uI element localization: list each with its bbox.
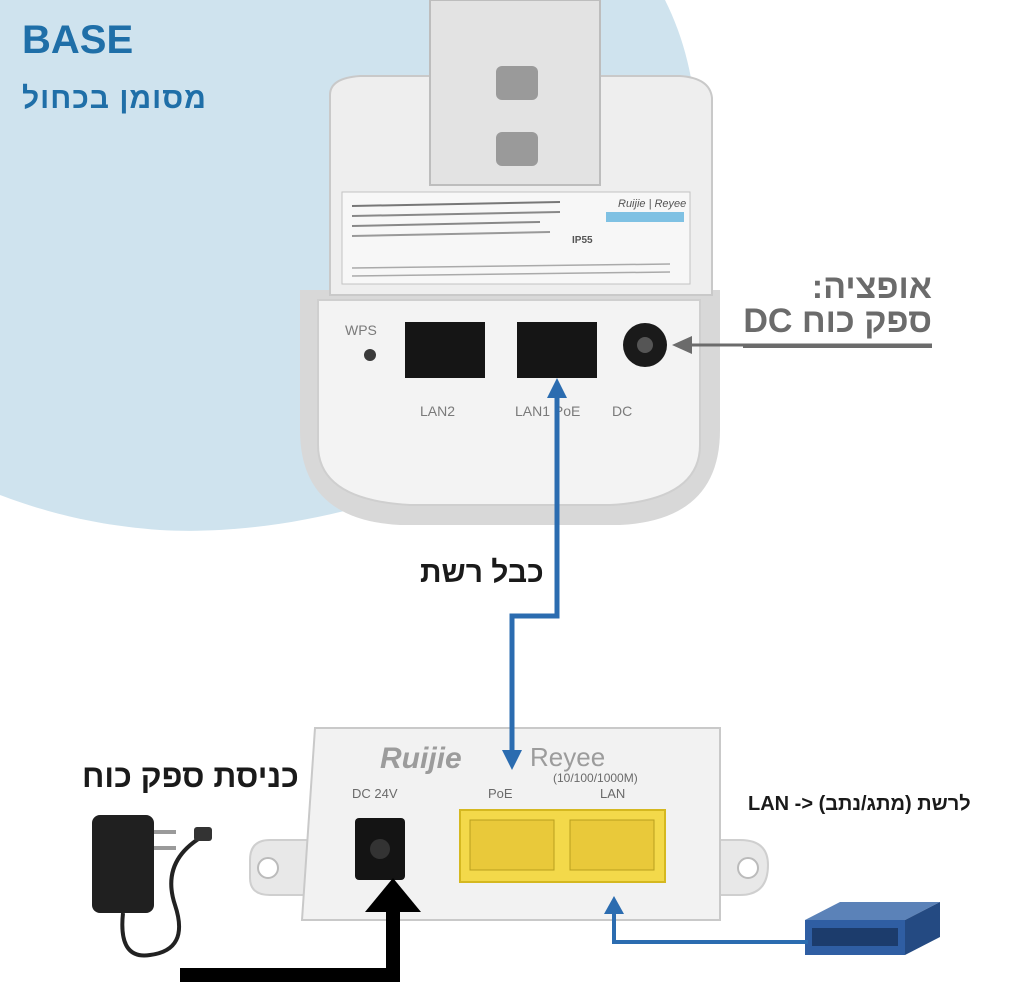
adapter-plug-tip — [194, 827, 212, 841]
lan-cable-arrowhead — [604, 896, 624, 914]
wps-button — [364, 349, 376, 361]
switch-side — [905, 902, 940, 955]
brand-subtitle: מסומן בכחול — [22, 82, 207, 115]
injector-lan-label: LAN — [600, 786, 625, 801]
injector-speed-label: (10/100/1000M) — [553, 771, 638, 785]
injector-poe-label: PoE — [488, 786, 513, 801]
injector-poe-port — [469, 819, 555, 871]
bracket-slot-bottom — [496, 132, 538, 166]
poe-injector: Ruijie Reyee DC 24V PoE (10/100/1000M) L… — [249, 727, 770, 921]
injector-lan-port — [569, 819, 655, 871]
injector-sub-brand: Reyee — [530, 742, 605, 772]
network-switch — [805, 902, 940, 955]
lan-cable-path — [612, 908, 808, 944]
certification-label: IP55 — [572, 235, 593, 246]
wps-port-label: WPS — [345, 322, 377, 338]
product-label — [341, 191, 691, 285]
lan1-poe-port-label: LAN1 PoE — [515, 403, 580, 419]
switch-top — [805, 902, 940, 920]
power-adapter — [92, 815, 212, 958]
power-input-label: כניסת ספק כוח — [82, 758, 299, 794]
lan1-poe-port — [517, 322, 597, 378]
lan-destination-label: LAN -> לרשת (מתג/נתב) — [748, 793, 971, 815]
label-blue-stripe — [606, 212, 684, 222]
injector-dc-label: DC 24V — [352, 786, 398, 801]
bracket-slot-top — [496, 66, 538, 100]
injector-brand: Ruijie — [380, 742, 462, 775]
dc-option-title: אופציה: — [811, 268, 932, 306]
dc-port-label: DC — [612, 403, 632, 419]
adapter-body — [92, 815, 154, 913]
lan2-port — [405, 322, 485, 378]
dc-jack-inner — [637, 337, 653, 353]
dc-option-arrowhead — [672, 336, 692, 354]
lan2-port-label: LAN2 — [420, 403, 455, 419]
power-arrowhead — [365, 878, 421, 912]
network-cable-arrowhead-bottom — [502, 750, 522, 770]
brand-title: BASE — [22, 18, 134, 62]
dc-option-body: ספק כוח DC — [743, 302, 932, 348]
outdoor-brand-label: Ruijie | Reyee — [618, 198, 686, 210]
outdoor-unit: Ruijie | Reyee IP55 WPS LAN2 LAN1 PoE DC — [300, 0, 720, 525]
network-cable-arrowhead-top — [547, 378, 567, 398]
adapter-cable — [120, 833, 206, 958]
power-path — [180, 910, 400, 982]
network-cable-label: כבל רשת — [420, 556, 544, 589]
network-cable-path — [509, 390, 560, 755]
